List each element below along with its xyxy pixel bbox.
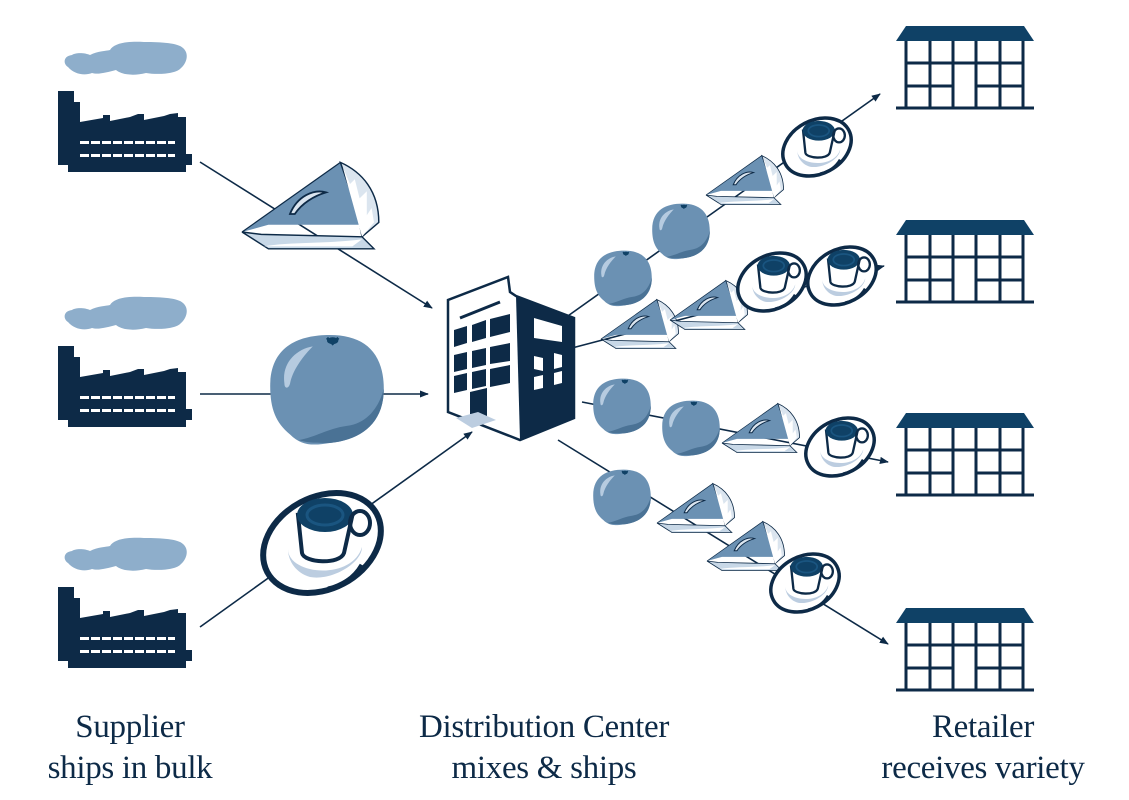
distribution-center-label: Distribution Center mixes & ships bbox=[374, 707, 714, 789]
orange-icon bbox=[593, 249, 653, 307]
factory-icon bbox=[58, 537, 192, 668]
cheese-icon bbox=[669, 280, 749, 331]
orange-icon bbox=[592, 377, 652, 435]
distribution-center-label-line1: Distribution Center bbox=[418, 709, 670, 745]
cheese-icon bbox=[705, 155, 785, 206]
retailer-label-line1: Retailer bbox=[931, 709, 1035, 745]
retailer-label: Retailer receives variety bbox=[848, 707, 1118, 789]
orange-icon bbox=[268, 333, 386, 446]
retail-store-icon bbox=[894, 411, 1036, 497]
retail-store-icon bbox=[894, 606, 1036, 692]
cheese-icon bbox=[241, 161, 380, 250]
factory-icon bbox=[58, 41, 192, 173]
retail-store-icon bbox=[894, 24, 1036, 110]
coffee-icon bbox=[770, 104, 864, 190]
orange-icon bbox=[651, 202, 711, 260]
distribution-center-label-line2: mixes & ships bbox=[451, 750, 637, 786]
supplier-label-line1: Supplier bbox=[75, 709, 185, 745]
cheese-icon bbox=[600, 299, 680, 350]
orange-icon bbox=[592, 468, 652, 526]
orange-icon bbox=[661, 399, 721, 457]
retailer-label-line2: receives variety bbox=[881, 750, 1085, 786]
distribution-center-icon bbox=[446, 275, 576, 442]
coffee-icon bbox=[793, 404, 887, 490]
coffee-icon bbox=[246, 473, 399, 612]
supplier-label-line2: ships in bulk bbox=[47, 750, 213, 786]
supplier-label: Supplier ships in bulk bbox=[0, 707, 260, 789]
cheese-icon bbox=[721, 403, 801, 454]
factory-icon bbox=[58, 296, 192, 427]
coffee-icon bbox=[795, 233, 889, 319]
retail-store-icon bbox=[894, 218, 1036, 304]
